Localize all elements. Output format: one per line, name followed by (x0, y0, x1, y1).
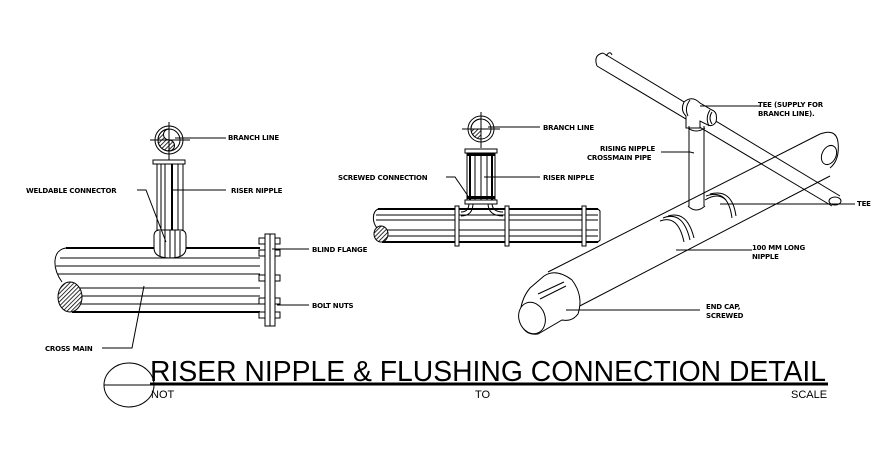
cross-main-pipe (54, 247, 260, 313)
scale-note-to: TO (475, 389, 491, 401)
branch-line-section (150, 122, 190, 160)
label-tee-supply-line2: BRANCH LINE). (758, 110, 814, 118)
label-rising-nipple: RISING NIPPLE (600, 145, 655, 153)
isometric-rising-nipple (687, 126, 727, 211)
coupling-band (454, 205, 460, 247)
label-blind-flange: BLIND FLANGE (312, 246, 368, 254)
label-branch-line: BRANCH LINE (228, 134, 279, 142)
end-cap (518, 272, 581, 335)
label-cross-main: CROSS MAIN (45, 345, 93, 353)
leader-line (137, 189, 167, 243)
label-crossmain-pipe: CROSSMAIN PIPE (587, 154, 652, 162)
coupling-band (504, 205, 510, 247)
scale-note-scale: SCALE (791, 389, 827, 401)
label-100mm-nipple: 100 MM LONG (752, 244, 805, 252)
label-100mm-nipple-line2: NIPPLE (752, 253, 779, 261)
riser-nipple (152, 159, 186, 231)
leader-line (102, 285, 145, 349)
label-tee-supply: TEE (SUPPLY FOR (758, 101, 824, 109)
pipe-section-hatch (57, 281, 83, 313)
pipe-section-hatch (373, 225, 389, 243)
detail-isometric: TEE (SUPPLY FOR BRANCH LINE). RISING NIP… (518, 52, 871, 335)
detail-screwed-connection: BRANCH LINE SCREWED CONNECTION RISER NIP… (338, 112, 601, 247)
label-riser-nipple: RISER NIPPLE (231, 187, 283, 195)
bolt-nut (258, 237, 281, 245)
detail-welded-connection: BRANCH LINE WELDABLE CONNECTOR RISER NIP… (26, 122, 368, 353)
isometric-branch-line (595, 52, 842, 207)
bolt-nut (258, 274, 281, 282)
weldable-connector (153, 229, 187, 259)
isometric-cross-main (518, 131, 839, 335)
label-bolt-nuts: BOLT NUTS (312, 302, 354, 310)
label-end-cap: END CAP, (706, 303, 740, 311)
cross-main-pipe (372, 202, 601, 247)
label-tee: TEE (857, 200, 871, 208)
bolt-nut (258, 249, 281, 257)
label-weldable-connector: WELDABLE CONNECTOR (26, 187, 117, 195)
drawing-title: RISER NIPPLE & FLUSHING CONNECTION DETAI… (150, 356, 826, 388)
bolt-nut (258, 297, 281, 305)
branch-line-section (462, 112, 500, 148)
bolt-nut (258, 311, 281, 319)
label-riser-nipple: RISER NIPPLE (543, 174, 595, 182)
leader-line (661, 151, 695, 154)
label-screwed-connection: SCREWED CONNECTION (338, 174, 428, 182)
coupling-band (581, 205, 587, 247)
blind-flange (258, 233, 281, 327)
title-block: RISER NIPPLE & FLUSHING CONNECTION DETAI… (103, 356, 828, 408)
leader-line (446, 176, 469, 197)
label-end-cap-line2: SCREWED (706, 312, 744, 320)
scale-note-not: NOT (151, 389, 175, 401)
label-branch-line: BRANCH LINE (543, 124, 594, 132)
